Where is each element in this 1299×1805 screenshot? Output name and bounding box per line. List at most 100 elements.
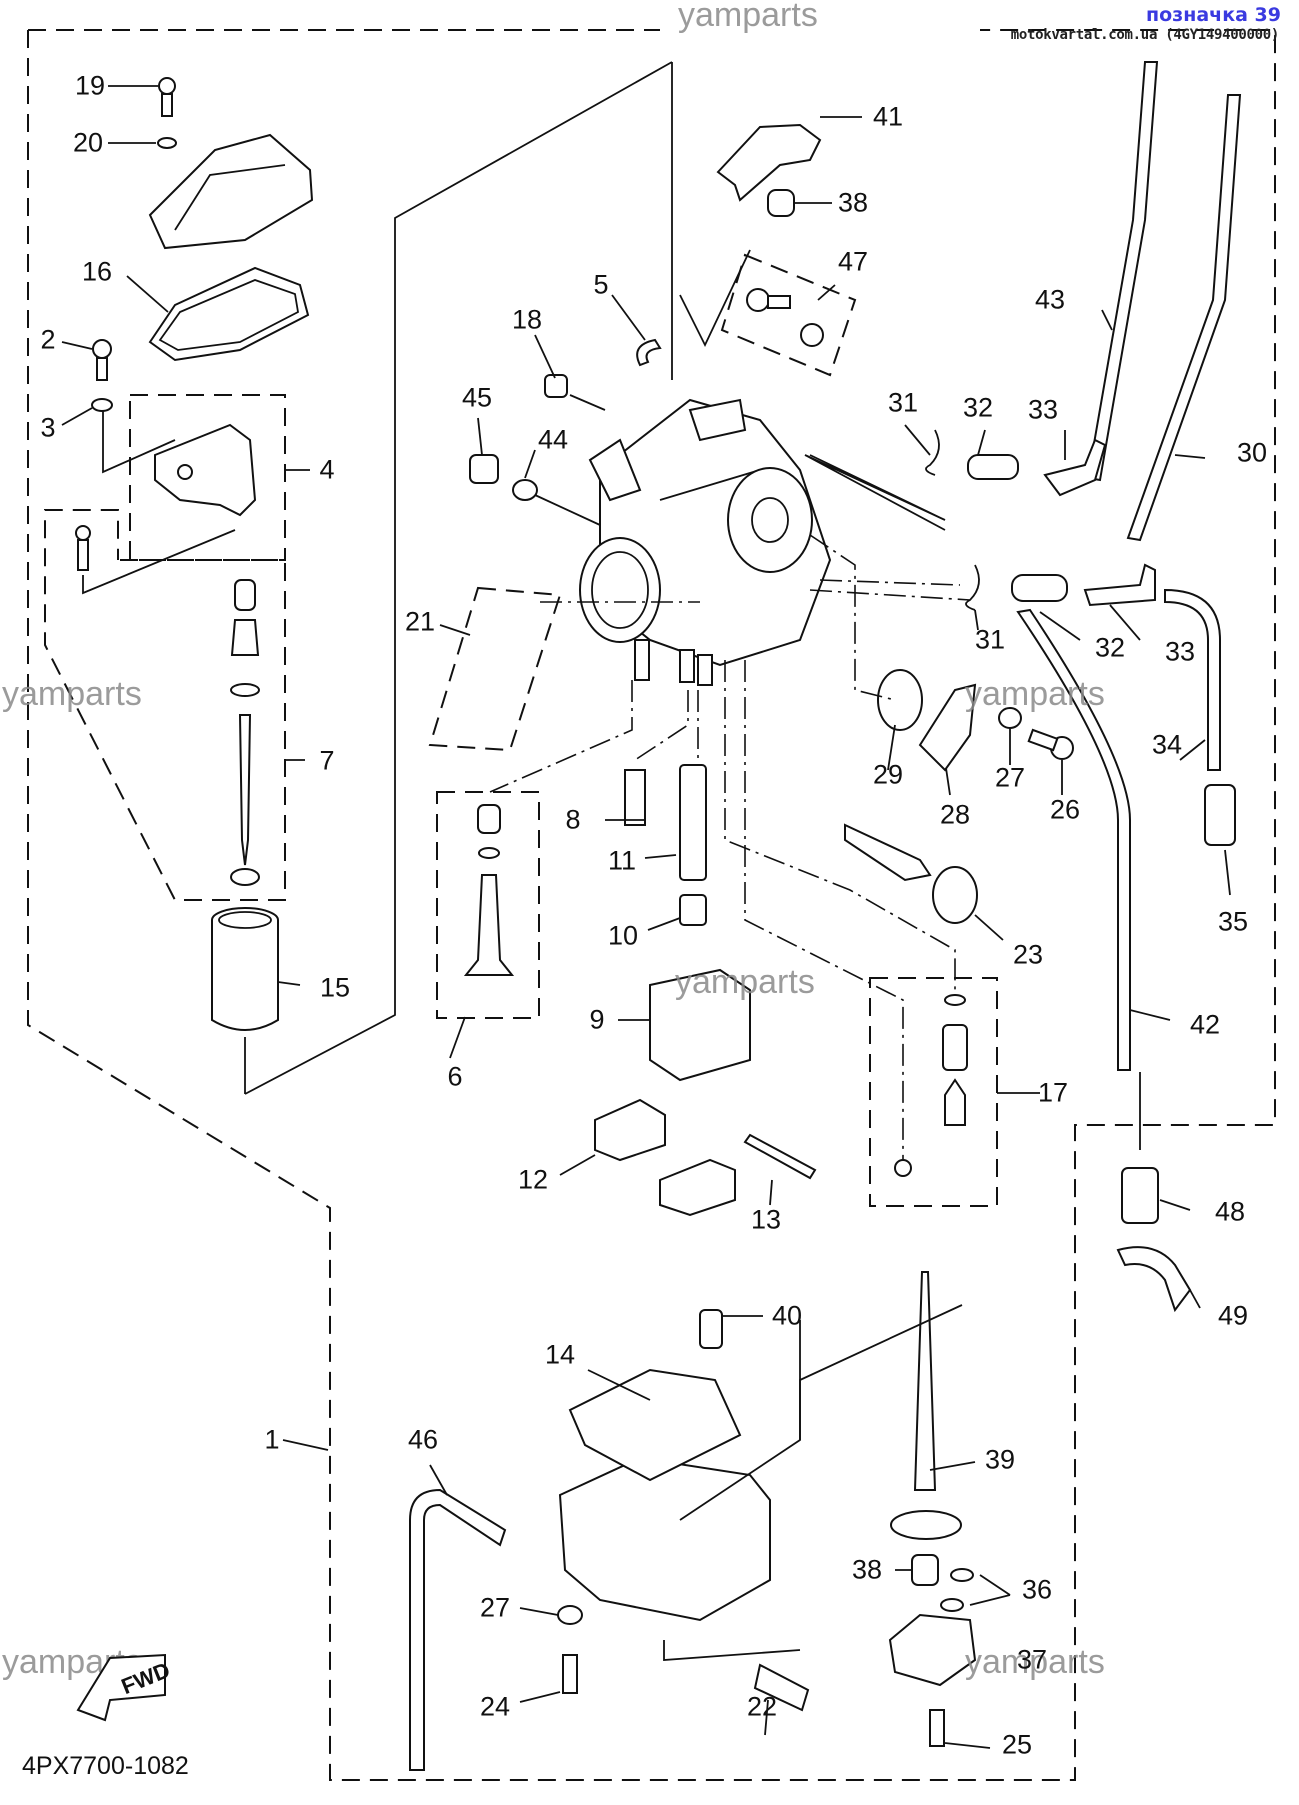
diaphragm-rod-39 bbox=[913, 1271, 937, 1491]
callout-37[interactable]: 37 bbox=[1016, 1644, 1048, 1675]
lever-41 bbox=[716, 123, 822, 202]
callout-25[interactable]: 25 bbox=[1001, 1729, 1033, 1760]
callout-48[interactable]: 48 bbox=[1214, 1196, 1246, 1227]
callout-46[interactable]: 46 bbox=[407, 1424, 439, 1455]
callout-15[interactable]: 15 bbox=[319, 972, 351, 1003]
drain-screw-22 bbox=[753, 1663, 810, 1712]
needle-valve-seat bbox=[942, 1024, 968, 1071]
clamp-49 bbox=[1116, 1246, 1192, 1313]
callout-35[interactable]: 35 bbox=[1217, 906, 1249, 937]
pump-cover-37 bbox=[888, 1613, 977, 1687]
callout-31[interactable]: 31 bbox=[887, 387, 919, 418]
pump-nozzle-40 bbox=[699, 1309, 723, 1349]
watermark: yamparts bbox=[2, 675, 142, 713]
starter-plunger-23 bbox=[844, 823, 932, 882]
hose-clip-31a bbox=[925, 429, 940, 476]
watermark: yamparts bbox=[965, 1643, 1105, 1681]
circlip-5 bbox=[636, 338, 662, 367]
o-ring-29 bbox=[877, 669, 923, 731]
callout-29[interactable]: 29 bbox=[872, 759, 904, 790]
callout-20[interactable]: 20 bbox=[72, 127, 104, 158]
callout-43[interactable]: 43 bbox=[1034, 284, 1066, 315]
callout-42[interactable]: 42 bbox=[1189, 1009, 1221, 1040]
callout-22[interactable]: 22 bbox=[746, 1691, 778, 1722]
callout-1[interactable]: 1 bbox=[264, 1424, 280, 1455]
callout-39[interactable]: 39 bbox=[984, 1444, 1016, 1475]
callout-40[interactable]: 40 bbox=[771, 1300, 803, 1331]
callout-8[interactable]: 8 bbox=[565, 804, 581, 835]
callout-3[interactable]: 3 bbox=[40, 412, 56, 443]
callout-7[interactable]: 7 bbox=[319, 745, 335, 776]
callout-18[interactable]: 18 bbox=[511, 304, 543, 335]
main-jet-10 bbox=[679, 894, 707, 926]
pilot-jet-8 bbox=[624, 769, 646, 826]
throttle-valve bbox=[211, 920, 279, 1031]
joint-33a bbox=[1043, 438, 1107, 497]
callout-47[interactable]: 47 bbox=[837, 246, 869, 277]
diagram-reference: позначка 39 bbox=[1146, 4, 1281, 26]
callout-49[interactable]: 49 bbox=[1217, 1300, 1249, 1331]
callout-41[interactable]: 41 bbox=[872, 101, 904, 132]
washer-44 bbox=[512, 479, 538, 501]
callout-38[interactable]: 38 bbox=[851, 1554, 883, 1585]
hose-34 bbox=[1164, 588, 1221, 771]
needle-valve bbox=[944, 1078, 966, 1126]
nut-47 bbox=[800, 323, 824, 347]
fwd-arrow-icon: FWD bbox=[70, 1650, 174, 1735]
screw-set-box bbox=[720, 253, 857, 377]
callout-27[interactable]: 27 bbox=[994, 762, 1026, 793]
callout-13[interactable]: 13 bbox=[750, 1204, 782, 1235]
callout-4[interactable]: 4 bbox=[319, 454, 335, 485]
callout-33[interactable]: 33 bbox=[1027, 394, 1059, 425]
screw-24 bbox=[562, 1654, 578, 1694]
callout-27[interactable]: 27 bbox=[479, 1592, 511, 1623]
washer-27b bbox=[557, 1605, 583, 1625]
jet-needle bbox=[238, 714, 252, 866]
hose-32a bbox=[967, 454, 1019, 480]
callout-30[interactable]: 30 bbox=[1236, 437, 1268, 468]
callout-19[interactable]: 19 bbox=[74, 70, 106, 101]
callout-38[interactable]: 38 bbox=[837, 187, 869, 218]
callout-21[interactable]: 21 bbox=[404, 606, 436, 637]
carburetor-body bbox=[579, 398, 832, 686]
pilot-screw-box bbox=[428, 586, 562, 752]
screw-19 bbox=[158, 77, 176, 95]
callout-32[interactable]: 32 bbox=[1094, 632, 1126, 663]
assembly-boundary bbox=[27, 29, 1276, 1781]
callout-33[interactable]: 33 bbox=[1164, 636, 1196, 667]
callout-16[interactable]: 16 bbox=[81, 256, 113, 287]
callout-36[interactable]: 36 bbox=[1021, 1574, 1053, 1605]
callout-28[interactable]: 28 bbox=[939, 799, 971, 830]
callout-14[interactable]: 14 bbox=[544, 1339, 576, 1370]
float-baffle-9 bbox=[649, 968, 751, 1082]
callout-5[interactable]: 5 bbox=[593, 269, 609, 300]
callout-23[interactable]: 23 bbox=[1012, 939, 1044, 970]
callout-24[interactable]: 24 bbox=[479, 1691, 511, 1722]
watermark: yamparts bbox=[678, 0, 818, 34]
float-12b bbox=[659, 1158, 736, 1217]
diagram-code: 4PX7700-1082 bbox=[22, 1752, 189, 1780]
callout-31[interactable]: 31 bbox=[974, 624, 1006, 655]
spring-38-bottom bbox=[911, 1554, 939, 1586]
throttle-screw-box bbox=[436, 791, 540, 1019]
callout-17[interactable]: 17 bbox=[1037, 1077, 1069, 1108]
callout-11[interactable]: 11 bbox=[607, 845, 637, 876]
float-pin-13 bbox=[743, 1133, 817, 1180]
joint-48 bbox=[1121, 1167, 1159, 1224]
circlip-3 bbox=[91, 398, 113, 412]
callout-45[interactable]: 45 bbox=[461, 382, 493, 413]
hose-43 bbox=[1086, 61, 1159, 482]
callout-44[interactable]: 44 bbox=[537, 424, 569, 455]
callout-12[interactable]: 12 bbox=[517, 1164, 549, 1195]
joint-35 bbox=[1204, 784, 1236, 846]
callout-32[interactable]: 32 bbox=[962, 392, 994, 423]
callout-34[interactable]: 34 bbox=[1151, 729, 1183, 760]
callout-2[interactable]: 2 bbox=[40, 324, 56, 355]
callout-26[interactable]: 26 bbox=[1049, 794, 1081, 825]
hose-42 bbox=[1016, 608, 1131, 1071]
spring-38-top bbox=[767, 189, 795, 217]
callout-10[interactable]: 10 bbox=[607, 920, 639, 951]
callout-9[interactable]: 9 bbox=[589, 1004, 605, 1035]
callout-6[interactable]: 6 bbox=[447, 1061, 463, 1092]
